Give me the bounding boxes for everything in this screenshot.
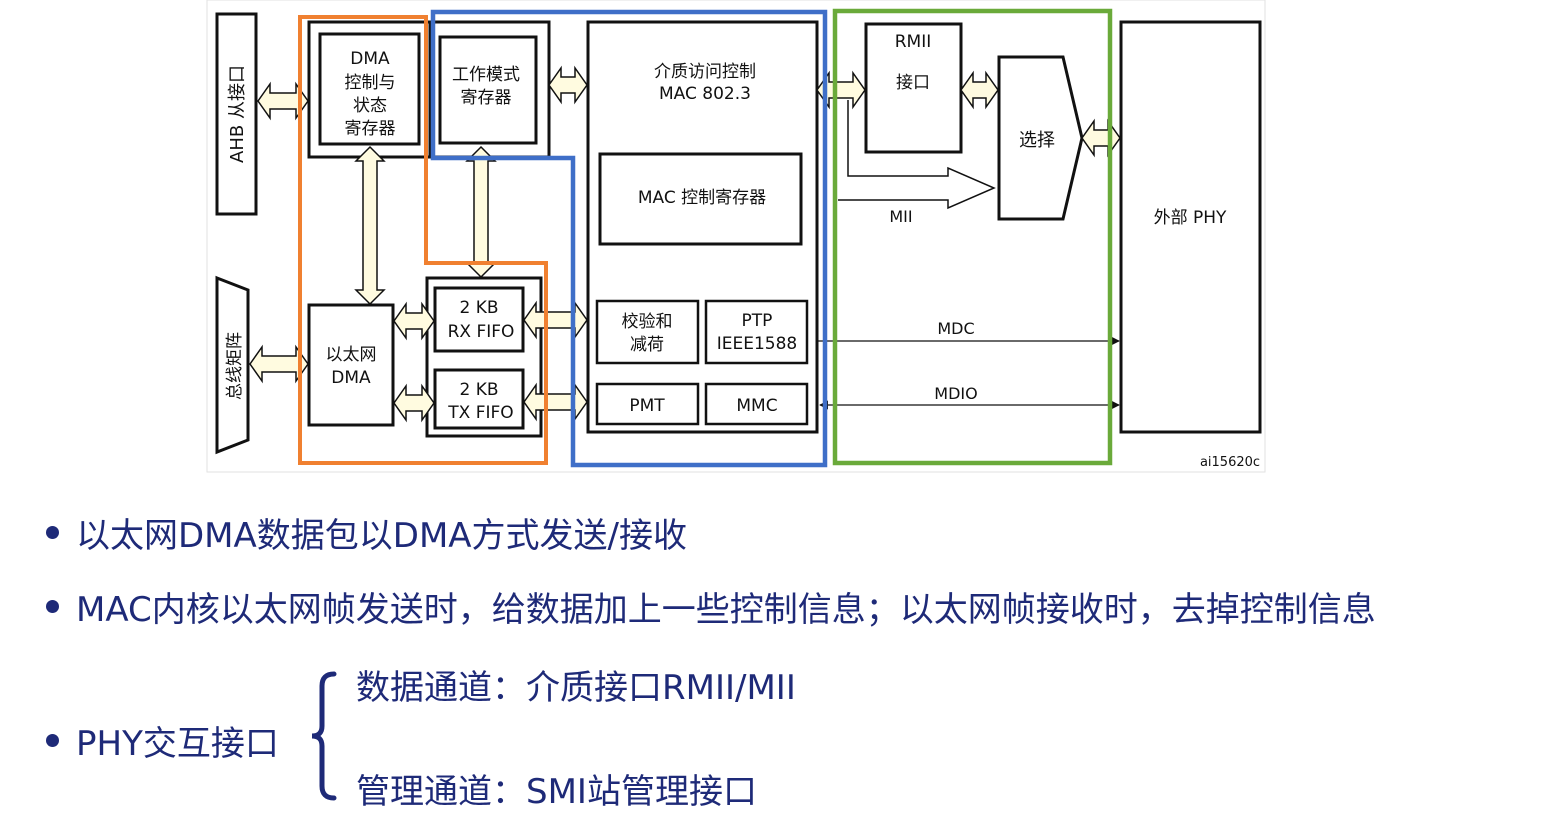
dma-ctrl-label-1: DMA xyxy=(350,49,390,69)
pmt-label: PMT xyxy=(629,396,665,416)
mac-title-1: 介质访问控制 xyxy=(654,62,756,82)
mmc-label: MMC xyxy=(736,396,777,416)
rmii-box xyxy=(864,22,963,154)
mac-ctrl-reg-box xyxy=(598,152,803,246)
workmode-to-fifo-arrow xyxy=(465,145,497,279)
ethernet-dma-label-1: 以太网 xyxy=(326,345,377,365)
rmii-label-2: 接口 xyxy=(896,73,930,93)
bus-matrix-shape xyxy=(215,275,250,455)
ethernet-block-diagram: AHB 从接口 总线矩阵 DMA 控制与 状态 寄存器 工作模式 寄存器 以太网… xyxy=(206,0,1266,473)
select-mux-shape xyxy=(997,55,1084,221)
select-label: 选择 xyxy=(1019,130,1055,151)
bullet-text: MAC内核以太网帧发送时，给数据加上一些控制信息；以太网帧接收时，去掉控制信息 xyxy=(76,590,1376,630)
tx-fifo-box xyxy=(433,368,525,430)
checksum-box xyxy=(595,299,700,365)
mii-path-arrow xyxy=(838,100,996,210)
dma-ctrl-label-4: 寄存器 xyxy=(345,119,396,139)
bullet-text: 以太网DMA数据包以DMA方式发送/接收 xyxy=(76,516,688,556)
dma-ctrl-label-3: 状态 xyxy=(353,96,387,116)
ahb-slave-label: AHB 从接口 xyxy=(227,65,248,163)
blue-highlight-frame xyxy=(430,9,828,468)
busmatrix-to-ethdma-arrow xyxy=(249,344,309,384)
mmc-box xyxy=(704,382,809,426)
orange-highlight-frame xyxy=(298,15,548,465)
dmactrl-to-ethdma-arrow xyxy=(354,145,386,306)
bullet-mac-core: MAC内核以太网帧发送时，给数据加上一些控制信息；以太网帧接收时，去掉控制信息 xyxy=(46,582,1376,631)
ethdma-to-tx-arrow xyxy=(393,383,435,423)
mac-ctrl-reg-label: MAC 控制寄存器 xyxy=(638,188,766,208)
ahb-to-dma-arrow xyxy=(257,81,309,121)
dma-ctrl-label-2: 控制与 xyxy=(345,73,396,93)
figure-id: ai15620c xyxy=(1200,455,1260,470)
checksum-label-1: 校验和 xyxy=(622,312,673,332)
rx-fifo-label-1: 2 KB xyxy=(459,298,498,318)
work-mode-label-2: 寄存器 xyxy=(461,88,512,108)
ethdma-to-rx-arrow xyxy=(393,301,435,341)
brace-icon xyxy=(311,671,337,801)
pmt-box xyxy=(595,382,700,426)
bullet-phy-interface: PHY交互接口 xyxy=(46,716,279,765)
rx-to-mac-arrow xyxy=(523,300,588,340)
rx-fifo-box xyxy=(433,286,525,353)
tx-fifo-label-1: 2 KB xyxy=(459,380,498,400)
checksum-label-2: 减荷 xyxy=(630,335,664,355)
tx-to-mac-arrow xyxy=(523,382,588,422)
ptp-label-2: IEEE1588 xyxy=(717,334,798,354)
phy-data-channel: 数据通道：介质接口RMII/MII xyxy=(356,668,796,708)
mii-label: MII xyxy=(889,207,912,226)
mac-to-rmii-arrow xyxy=(816,70,866,110)
bullet-ethernet-dma: 以太网DMA数据包以DMA方式发送/接收 xyxy=(46,508,687,557)
green-highlight-frame xyxy=(832,8,1113,466)
rx-fifo-label-2: RX FIFO xyxy=(448,322,515,342)
bullet-text: PHY交互接口 xyxy=(76,724,279,764)
dma-ctrl-inner xyxy=(318,32,421,146)
bullet-dot-icon xyxy=(46,734,59,747)
ethernet-dma-label-2: DMA xyxy=(331,368,371,388)
mdio-label: MDIO xyxy=(934,384,977,403)
rmii-to-select-arrow xyxy=(960,70,999,110)
workmode-to-mac-arrow xyxy=(548,65,588,105)
bullet-dot-icon xyxy=(46,600,59,613)
bullet-dot-icon xyxy=(46,526,59,539)
rmii-label-1: RMII xyxy=(895,32,932,52)
ethernet-dma-box xyxy=(307,303,395,427)
mdc-label: MDC xyxy=(937,319,974,338)
external-phy-box xyxy=(1119,20,1262,434)
bus-matrix-label: 总线矩阵 xyxy=(225,332,245,400)
mac-title-2: MAC 802.3 xyxy=(659,84,751,104)
work-mode-inner xyxy=(438,35,538,145)
ptp-label-1: PTP xyxy=(742,311,773,331)
connection-arrows xyxy=(249,65,1121,423)
ptp-box xyxy=(704,299,809,365)
tx-fifo-label-2: TX FIFO xyxy=(447,403,513,423)
external-phy-label: 外部 PHY xyxy=(1154,208,1227,228)
phy-management-channel: 管理通道：SMI站管理接口 xyxy=(356,772,757,812)
work-mode-label-1: 工作模式 xyxy=(452,65,520,85)
ahb-slave-box xyxy=(215,12,258,216)
